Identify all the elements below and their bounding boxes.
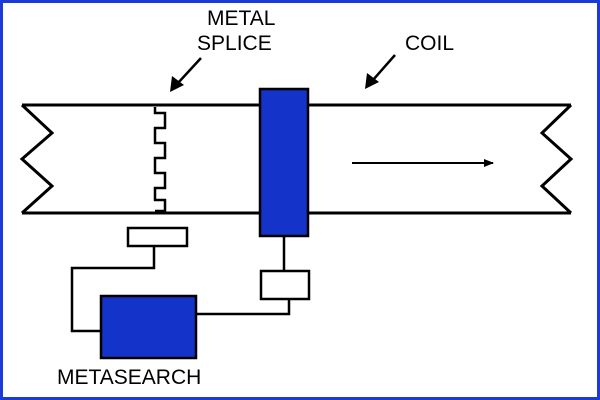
coil-label: COIL <box>405 32 454 55</box>
detector-sensor-wire <box>196 299 291 316</box>
metasearch-label: METASEARCH <box>57 366 201 389</box>
coil-pointer-arrow-icon <box>365 54 396 89</box>
splice-sensor-box <box>126 226 189 248</box>
detector-sensor-box <box>259 269 311 301</box>
metasearch-unit <box>99 294 198 360</box>
metal-label-line1: METAL <box>207 7 275 30</box>
splice-label-line2: SPLICE <box>197 32 272 55</box>
detector-bar <box>258 87 310 238</box>
splice-pointer-arrow-icon <box>170 57 202 92</box>
metal-splice-seam <box>153 107 167 213</box>
coil-left-break <box>19 103 55 215</box>
coil-right-break <box>539 103 574 215</box>
splice-sensor-wire <box>70 246 156 333</box>
